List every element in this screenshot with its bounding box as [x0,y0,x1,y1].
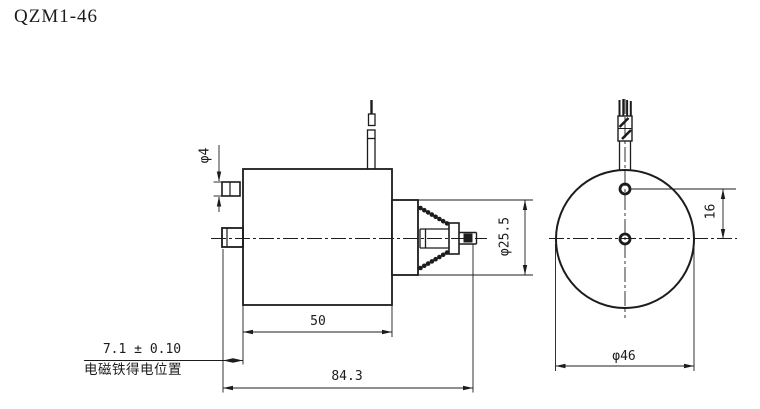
spring-coils [418,205,450,271]
dim-stroke [84,358,243,363]
label-pin-diameter: φ4 [197,147,213,164]
label-outer-diameter: φ46 [612,349,636,364]
flange-outline [391,199,419,276]
spring-stem [419,228,449,249]
side-view [211,100,487,306]
front-view-dimensions [555,188,736,371]
front-view [549,99,737,318]
dim-pin-diameter [213,145,225,212]
mounting-pin [221,181,241,197]
wire-strands [618,99,632,116]
label-stroke-note: 电磁铁得电位置 [84,362,182,378]
shaft-slot [463,233,473,243]
drawing-title: QZM1-46 [14,6,99,27]
coil-body-outline [242,168,393,306]
plunger [221,227,244,248]
dim-overall-length [223,385,473,391]
dim-flange-diameter [522,200,528,275]
dim-body-length [243,329,392,335]
label-body-length: 50 [310,314,326,329]
side-view-dimensions [84,145,533,393]
label-stroke-dim: 7.1 ± 0.10 [102,342,182,357]
return-spring [417,205,450,271]
label-overall-length: 84.3 [331,369,363,384]
dim-hole-spacing [720,189,726,239]
dim-outer-diameter [555,363,694,369]
lead-wire-side [366,100,376,169]
label-flange-diameter: φ25.5 [497,216,513,257]
label-hole-spacing: 16 [703,203,719,220]
